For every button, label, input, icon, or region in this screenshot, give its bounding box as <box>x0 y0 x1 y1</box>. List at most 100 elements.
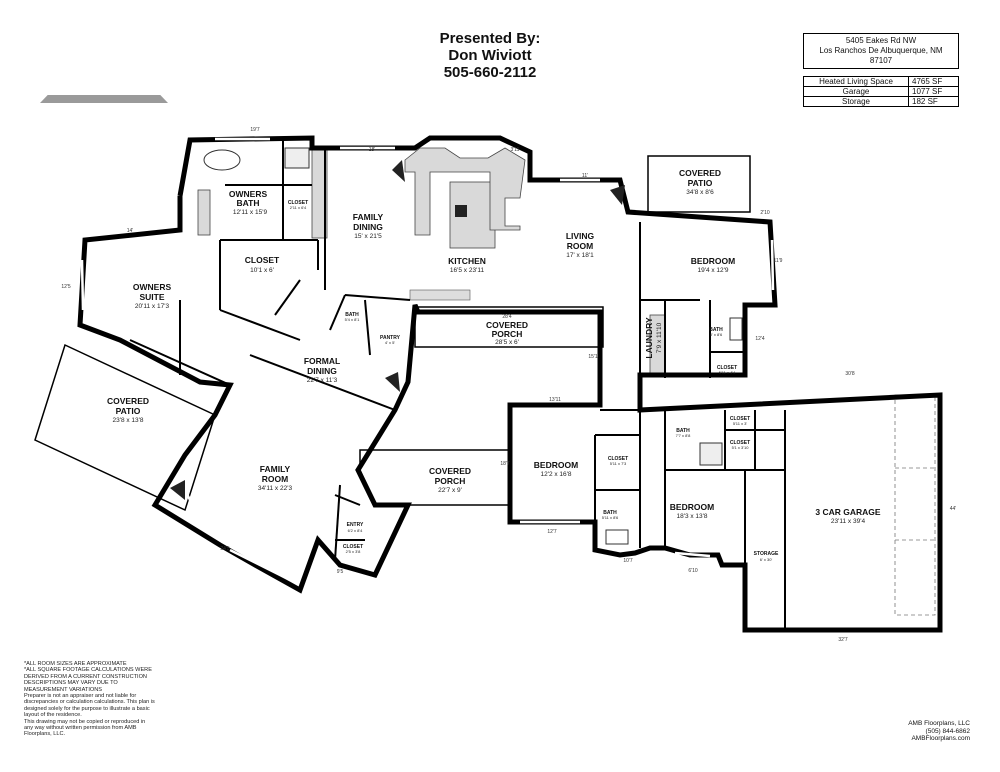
room-closet-east2-dims: 5'1 x 3'10 <box>732 445 750 450</box>
room-covered-patio-ne-name2: PATIO <box>688 178 713 188</box>
dim-label: 12'5 <box>61 284 71 290</box>
room-covered-porch-s-name: COVERED <box>429 466 471 476</box>
wall <box>329 294 346 331</box>
room-bath-east-dims: 7'7 x 8'8 <box>676 433 691 438</box>
dim-label: 6'10 <box>688 568 698 574</box>
room-bath-closet-dims: 2'11 x 6'4 <box>290 205 307 210</box>
wall <box>364 299 371 356</box>
disclaimer-line: discrepancies or calculation calculation… <box>24 699 155 706</box>
scale-bar <box>40 95 168 103</box>
window <box>770 239 775 291</box>
dim-label: 14' <box>127 228 134 234</box>
dim-label: 18' <box>369 147 376 153</box>
porch-bench <box>409 289 471 301</box>
room-covered-patio-w-name: COVERED <box>107 396 149 406</box>
fireplace-icon <box>385 372 400 392</box>
dim-label: 44' <box>950 506 957 512</box>
windows <box>80 137 775 582</box>
room-closet-laundry-dims: 5'11 x 4'4 <box>719 370 736 375</box>
kitchen-counter <box>404 147 526 236</box>
room-bath-laundry-dims: 8' x 8'6 <box>710 332 723 337</box>
disclaimer-line: designed solely for the purpose to illus… <box>24 705 150 712</box>
room-covered-patio-w-dims: 23'8 x 13'8 <box>112 417 143 424</box>
disclaimer-line: Preparer is not an appraiser and not lia… <box>24 693 137 700</box>
cooktop <box>455 205 467 217</box>
address-box: 5405 Eakes Rd NW Los Ranchos De Albuquer… <box>803 33 959 69</box>
room-bath-mid-name: BATH <box>603 510 617 516</box>
wall <box>219 309 301 341</box>
room-owners-bath-name2: BATH <box>237 198 260 208</box>
room-formal-dining-dims: 22'7 x 11'3 <box>307 377 338 384</box>
room-owners-suite-dims: 20'11 x 17'3 <box>135 303 170 310</box>
room-closet-east2-name: CLOSET <box>730 440 750 446</box>
room-closet-east1-name: CLOSET <box>730 416 750 422</box>
room-entry-closet-dims: 2'5 x 3'8 <box>346 549 361 554</box>
room-family-room-dims: 34'11 x 22'3 <box>258 485 293 492</box>
room-garage-dims: 23'11 x 39'4 <box>831 518 866 525</box>
room-pantry-name: PANTRY <box>380 335 401 341</box>
room-entry-dims: 6'2 x 8'4 <box>348 528 363 533</box>
dim-label: 10'7 <box>623 558 633 564</box>
room-family-dining-name2: DINING <box>353 222 383 232</box>
presented-by-label: Presented By: <box>439 30 541 47</box>
room-living-room-name: LIVING <box>566 231 595 241</box>
wall <box>249 354 396 411</box>
window <box>80 259 85 311</box>
room-covered-porch-s-dims: 22'7 x 9' <box>438 487 462 494</box>
disclaimer-line: any way without written permission from … <box>24 725 137 732</box>
room-closet-mid-name: CLOSET <box>608 456 628 462</box>
credit-phone: (505) 844-6862 <box>925 727 970 735</box>
room-bath-east-name: BATH <box>676 428 690 434</box>
room-owners-suite-name2: SUITE <box>139 292 164 302</box>
fireplace-icon <box>610 185 625 205</box>
room-living-room-dims: 17' x 18'1 <box>566 252 594 259</box>
covered-patio-ne-outline <box>647 155 751 213</box>
shower <box>284 147 310 169</box>
fireplace-icon <box>392 160 405 182</box>
room-laundry-dims: 7'9 x 11'10 <box>656 322 663 353</box>
shower-east <box>699 442 723 466</box>
room-bath-laundry-name: BATH <box>709 327 723 333</box>
dim-label: 28'4 <box>502 314 512 320</box>
window <box>674 551 711 558</box>
fireplace-icon <box>170 480 185 500</box>
room-bedroom-se-dims: 18'3 x 13'8 <box>676 513 707 520</box>
dim-label: 2'10 <box>760 210 770 216</box>
wall <box>344 294 411 301</box>
dim-label: 12'7 <box>547 529 557 535</box>
covered-patio-w-outline <box>34 343 216 512</box>
room-covered-patio-ne-dims: 34'8 x 8'6 <box>686 189 714 196</box>
address-city: Los Ranchos De Albuquerque, NM <box>819 46 943 55</box>
fixtures <box>197 147 743 545</box>
dim-label: 30'8 <box>845 371 855 377</box>
credit-block: AMB Floorplans, LLC (505) 844-6862 AMBFl… <box>870 720 970 743</box>
room-formal-dining-name2: DINING <box>307 366 337 376</box>
room-family-dining-name: FAMILY <box>353 212 384 222</box>
room-garage-name: 3 CAR GARAGE <box>815 507 881 517</box>
tub-laundry-bath <box>729 317 743 341</box>
room-kitchen-dims: 16'5 x 23'11 <box>450 267 485 274</box>
disclaimer-line: *ALL ROOM SIZES ARE APPROXIMATE <box>24 661 127 667</box>
address-street: 5405 Eakes Rd NW <box>845 36 917 45</box>
dim-label: 11' <box>582 173 588 179</box>
fireplaces <box>170 160 625 500</box>
room-bath-mid-dims: 5'11 x 8'6 <box>602 515 619 520</box>
covered-areas <box>34 155 751 512</box>
garage-door-line <box>894 394 936 616</box>
disclaimer-line: Floorplans, LLC. <box>24 731 66 738</box>
wall <box>274 279 301 316</box>
garage-stalls <box>894 394 936 616</box>
dim-label: 18'7 <box>500 461 510 467</box>
room-family-dining-dims: 15' x 21'5 <box>354 233 382 240</box>
interior-walls <box>129 140 786 630</box>
room-closet-mid-dims: 5'11 x 7'3 <box>610 461 627 466</box>
room-bedroom-mid-dims: 12'2 x 16'8 <box>540 471 571 478</box>
room-family-room-name: FAMILY <box>260 464 291 474</box>
room-closet-east1-dims: 5'11 x 3' <box>733 421 748 426</box>
disclaimer-notes: *ALL ROOM SIZES ARE APPROXIMATE *ALL SQU… <box>24 661 169 738</box>
room-family-room-name2: ROOM <box>262 474 288 484</box>
dim-label: 12'4 <box>755 336 765 342</box>
room-kitchen-name: KITCHEN <box>448 256 486 266</box>
dim-label: 15'1 <box>588 354 598 360</box>
address-zip: 87107 <box>869 56 893 65</box>
